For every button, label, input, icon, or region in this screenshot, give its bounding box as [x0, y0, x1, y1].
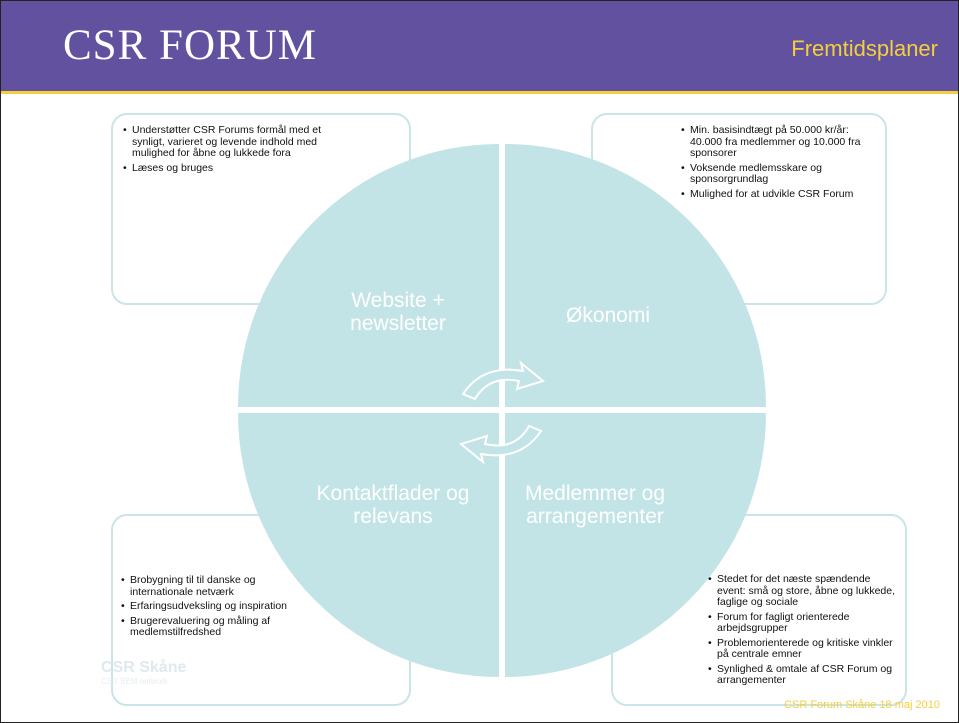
- cycle-arrows-icon: [458, 360, 546, 465]
- footer-text: CSR Forum Skåne 18 maj 2010: [784, 699, 940, 711]
- box-top-left-list: Understøtter CSR Forums formål med et sy…: [123, 124, 323, 177]
- quadrant-medlemmer-label: Medlemmer og arrangementer: [524, 482, 666, 528]
- slide-subtitle: Fremtidsplaner: [791, 36, 938, 61]
- list-item: Understøtter CSR Forums formål med et sy…: [123, 124, 323, 160]
- list-item: Mulighed for at udvikle CSR Forum: [681, 188, 871, 201]
- quadrant-website-label: Website + newsletter: [350, 289, 446, 335]
- list-item: Problemorienterede og kritiske vinkler p…: [708, 637, 900, 661]
- header-bar: CSR FORUM Fremtidsplaner: [1, 1, 958, 91]
- list-item: Brobygning til til danske og internation…: [121, 574, 321, 598]
- quadrant-kontaktflader-label: Kontaktflader og relevans: [316, 482, 470, 528]
- list-item: Min. basisindtægt på 50.000 kr/år: 40.00…: [681, 124, 871, 160]
- box-bottom-left-list: Brobygning til til danske og internation…: [121, 574, 321, 642]
- header-divider: [1, 91, 958, 94]
- list-item: Læses og bruges: [123, 162, 323, 175]
- list-item: Erfaringsudveksling og inspiration: [121, 600, 321, 613]
- list-item: Stedet for det næste spændende event: sm…: [708, 573, 900, 609]
- list-item: Voksende medlemsskare og sponsorgrundlag: [681, 162, 871, 186]
- list-item: Brugerevaluering og måling af medlemstil…: [121, 615, 321, 639]
- box-bottom-right-list: Stedet for det næste spændende event: sm…: [708, 573, 900, 690]
- slide-title: CSR FORUM: [63, 22, 317, 69]
- box-top-right-list: Min. basisindtægt på 50.000 kr/år: 40.00…: [681, 124, 871, 203]
- list-item: Forum for fagligt orienterede arbejdsgru…: [708, 611, 900, 635]
- logo: CSR Skåne: [101, 659, 187, 676]
- logo-tagline: CSR SEM network: [101, 677, 168, 686]
- quadrant-okonomi-label: Økonomi: [565, 304, 651, 327]
- list-item: Synlighed & omtale af CSR Forum og arran…: [708, 663, 900, 687]
